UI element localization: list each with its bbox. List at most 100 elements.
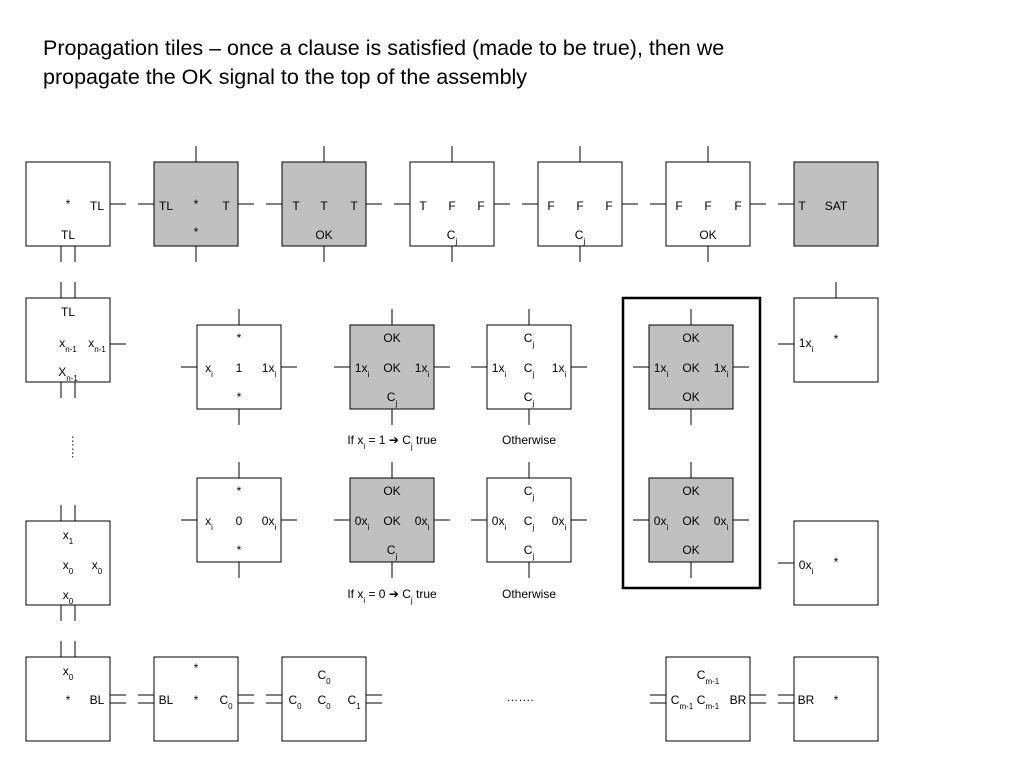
label-top: x0 [63,664,74,682]
label-left: F [675,199,682,213]
label-right: 0xi [415,514,430,532]
label-center: Cj [524,361,535,379]
label-left: xi [205,361,213,379]
label-bottom: Xn-1 [58,365,78,383]
label-top: Cj [524,484,535,502]
label-right: C0 [219,693,233,711]
tile-r1-c2: TL * T * [138,146,254,262]
label-right: F [605,199,612,213]
label-right: 0xi [714,514,729,532]
label-left: 0xi [654,514,669,532]
slide-title-line-1: Propagation tiles – once a clause is sat… [43,36,725,60]
label-top: * [237,331,242,345]
label-right: 0xi [552,514,567,532]
label-left: 1xi [492,361,507,379]
label-bottom: OK [682,390,699,404]
highlight-frame [621,296,762,590]
caption-if-xi-0: If xi = 0 ➔ Cj true [347,587,437,605]
label-left: BL [159,693,174,707]
label-center: * [194,197,199,211]
tile-p1-a: * xi 1 1xi * [181,309,297,425]
label-top: * [194,661,199,675]
tile-box [648,477,734,563]
label-bottom: Cj [575,228,586,246]
label-center: F [704,199,711,213]
label-right: xn-1 [88,336,106,354]
label-top: OK [682,331,699,345]
tile-box [153,656,239,742]
label-right: T [222,199,230,213]
label-bottom: Cj [387,543,398,561]
label-top: * [237,484,242,498]
label-left: 1xi [355,361,370,379]
label-center: 1 [236,361,243,375]
label-center: F [576,199,583,213]
label-bottom: Cj [447,228,458,246]
label-bottom: Cj [387,390,398,408]
label-bottom: * [194,225,199,239]
tile-box [25,297,111,383]
label-right: TL [90,199,104,213]
label-left: 1xi [654,361,669,379]
label-top: Cm-1 [697,668,720,686]
label-top: Cj [524,331,535,349]
label-bottom: Cj [524,543,535,561]
label-left: C0 [288,693,302,711]
label-right: F [734,199,741,213]
label-top: x1 [63,528,74,546]
label-right: 1xi [714,361,729,379]
tile-box [665,161,751,247]
label-bottom: TL [61,228,75,242]
label-top: C0 [317,668,331,686]
label-center: OK [383,361,400,375]
label-right: C1 [347,693,361,711]
tile-box [25,161,111,247]
label-center: T [320,199,328,213]
tile-box [793,656,879,742]
label-center: OK [682,361,699,375]
label-center: * [194,693,199,707]
label-left: TL [159,199,173,213]
label-left: 0xi [355,514,370,532]
tile-box [793,297,879,383]
vertical-ellipsis: …… [69,435,83,459]
label-right: 1xi [552,361,567,379]
label-left: BR [798,693,815,707]
label-center: F [448,199,455,213]
tile-b-c2: * BL * C0 [138,656,254,742]
tile-box [665,656,751,742]
label-left: 0xi [799,558,814,576]
label-right: 1xi [262,361,277,379]
label-center: OK [383,514,400,528]
tile-right-bottom: 0xi* [778,520,879,606]
label-center: Cj [524,514,535,532]
label-left: xi [205,514,213,532]
label-bottom: * [237,390,242,404]
label-top: OK [383,484,400,498]
label-bottom: Cj [524,390,535,408]
label-right: T [350,199,358,213]
tile-b-c1: x0*BL [25,641,126,742]
tile-box [793,161,879,247]
tile-box [281,161,367,247]
label-left: T [292,199,300,213]
label-left: Cm-1 [671,693,694,711]
label-top: OK [383,331,400,345]
label-center: Cm-1 [697,693,720,711]
label-left: x0 [63,558,74,576]
label-left: T [798,199,806,213]
tile-b-c7: BR* [778,656,879,742]
